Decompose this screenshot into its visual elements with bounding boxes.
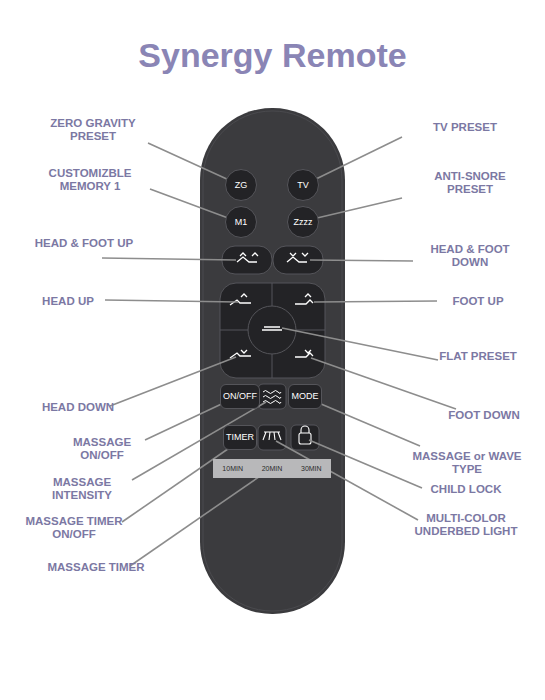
remote-button: TIMER (223, 425, 257, 450)
leader-line (317, 198, 402, 218)
head-down-icon (230, 350, 251, 358)
timer-option: 10MIN (222, 465, 243, 472)
direction-pad (220, 283, 325, 378)
lock-shackle (301, 426, 309, 433)
leader-line (314, 401, 420, 446)
button-label: MODE (292, 391, 319, 401)
remote-button: MODE (288, 384, 322, 409)
timer-option: 30MIN (301, 465, 322, 472)
remote-button: M1 (225, 206, 257, 238)
diagram-title: Synergy Remote (0, 36, 545, 75)
callout-label: TV PRESET (410, 121, 520, 134)
remote-button: TV (287, 169, 319, 201)
leader-line (105, 300, 238, 302)
head-foot-up-icon (237, 253, 258, 262)
button-label: ZG (235, 180, 248, 190)
remote-button: ON/OFF (220, 384, 260, 409)
callout-label: HEAD & FOOT UP (29, 237, 139, 250)
leader-line (110, 357, 236, 406)
leader-line (145, 400, 230, 440)
callout-label: MULTI-COLOR UNDERBED LIGHT (411, 512, 521, 538)
callout-label: ZERO GRAVITY PRESET (38, 117, 148, 143)
callout-label: ANTI-SNORE PRESET (415, 170, 525, 196)
button-label: TIMER (226, 432, 254, 442)
callout-label: MASSAGE TIMER (46, 561, 146, 574)
foot-up-icon (295, 294, 313, 304)
timer-strip: 10MIN 20MIN 30MIN (213, 459, 331, 478)
button-label: M1 (235, 217, 248, 227)
button-label: TV (297, 180, 309, 190)
underbed-light-button (258, 425, 286, 450)
leader-line (311, 358, 456, 409)
leader-line (316, 137, 402, 179)
leader-line (314, 301, 437, 302)
foot-down-icon (295, 350, 313, 357)
callout-label: CUSTOMIZBLE MEMORY 1 (30, 167, 150, 193)
callout-label: MASSAGE ON/OFF (52, 436, 152, 462)
callout-label: FOOT DOWN (439, 409, 529, 422)
remote-button: ZG (225, 169, 257, 201)
callout-label: HEAD DOWN (33, 401, 123, 414)
callout-label: FOOT UP (433, 295, 523, 308)
leader-line (310, 260, 413, 261)
remote-button: Zzzz (287, 206, 319, 238)
callout-label: MASSAGE INTENSITY (27, 476, 137, 502)
callout-label: HEAD UP (23, 295, 113, 308)
flat-icon (262, 327, 282, 330)
button-label: ON/OFF (223, 391, 257, 401)
button-label: Zzzz (294, 217, 313, 227)
child-lock-button (291, 425, 319, 450)
head-up-icon (230, 294, 251, 305)
leader-line (282, 328, 438, 360)
leader-line (148, 143, 229, 180)
callout-label: FLAT PRESET (428, 350, 528, 363)
leader-line (150, 189, 228, 218)
leader-line (102, 258, 236, 260)
timer-option: 20MIN (262, 465, 283, 472)
leader-line (276, 441, 418, 520)
callout-label: MASSAGE or WAVE TYPE (412, 450, 522, 476)
light-icon (263, 432, 281, 440)
callout-label: CHILD LOCK (416, 483, 516, 496)
massage-intensity-button (258, 384, 286, 409)
leader-line (122, 442, 238, 522)
remote-body (200, 108, 345, 614)
callout-label: HEAD & FOOT DOWN (415, 243, 525, 269)
lock-icon (299, 433, 311, 444)
leader-line (130, 472, 266, 566)
callout-label: MASSAGE TIMER ON/OFF (19, 515, 129, 541)
head-foot-down-icon (287, 253, 308, 262)
